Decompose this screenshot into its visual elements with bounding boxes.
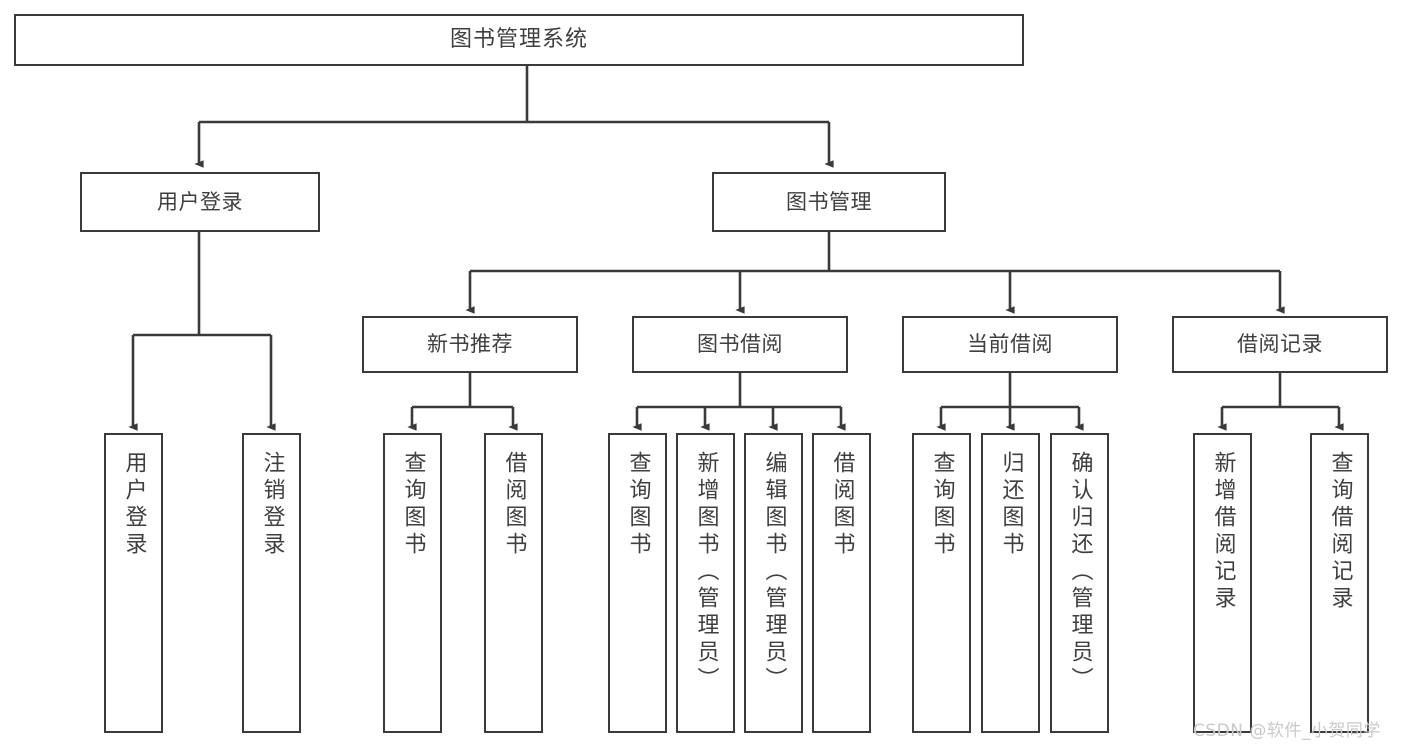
leaf-borrow-query-book[interactable]: 查询图书 (608, 433, 667, 733)
node-label: 查询图书 (400, 451, 426, 559)
node-label: 用户登录 (121, 451, 147, 559)
leaf-record-add-borrow-record[interactable]: 新增借阅记录 (1193, 433, 1252, 733)
leaf-user-logout[interactable]: 注销登录 (242, 433, 301, 733)
leaf-borrow-borrow-book[interactable]: 借阅图书 (812, 433, 871, 733)
node-label: 借阅图书 (829, 451, 855, 559)
node-label: 注销登录 (259, 451, 285, 559)
leaf-recommend-borrow-book[interactable]: 借阅图书 (484, 433, 543, 733)
leaf-recommend-query-book[interactable]: 查询图书 (383, 433, 442, 733)
node-label: 图书管理系统 (449, 27, 588, 53)
node-label: 查询借阅记录 (1327, 451, 1353, 613)
node-book-management[interactable]: 图书管理 (712, 172, 946, 232)
node-label: 借阅记录 (1237, 332, 1323, 357)
leaf-current-query-book[interactable]: 查询图书 (912, 433, 971, 733)
node-label: 借阅图书 (501, 451, 527, 559)
node-label: 新增图书（管理员） (693, 451, 719, 694)
leaf-record-query-borrow-record[interactable]: 查询借阅记录 (1310, 433, 1369, 733)
leaf-current-return-book[interactable]: 归还图书 (981, 433, 1040, 733)
node-label: 图书管理 (786, 189, 872, 214)
leaf-current-confirm-return-admin[interactable]: 确认归还（管理员） (1050, 433, 1109, 733)
node-label: 图书借阅 (697, 332, 783, 357)
node-label: 新增借阅记录 (1210, 451, 1236, 613)
node-label: 用户登录 (157, 189, 243, 214)
node-label: 新书推荐 (427, 332, 513, 357)
node-user-login[interactable]: 用户登录 (80, 172, 320, 232)
node-label: 编辑图书（管理员） (761, 451, 787, 694)
node-label: 归还图书 (998, 451, 1024, 559)
node-new-book-recommend[interactable]: 新书推荐 (362, 316, 578, 373)
csdn-watermark: CSDN @软件_小贺同学 (1193, 721, 1381, 741)
node-label: 查询图书 (625, 451, 651, 559)
leaf-borrow-edit-book-admin[interactable]: 编辑图书（管理员） (744, 433, 803, 733)
leaf-user-login[interactable]: 用户登录 (104, 433, 163, 733)
node-book-borrow[interactable]: 图书借阅 (632, 316, 848, 373)
node-current-borrow[interactable]: 当前借阅 (902, 316, 1118, 373)
node-label: 当前借阅 (967, 332, 1053, 357)
node-root-system[interactable]: 图书管理系统 (14, 14, 1024, 66)
leaf-borrow-add-book-admin[interactable]: 新增图书（管理员） (676, 433, 735, 733)
node-label: 查询图书 (929, 451, 955, 559)
node-borrow-record[interactable]: 借阅记录 (1172, 316, 1388, 373)
node-label: 确认归还（管理员） (1067, 451, 1093, 694)
